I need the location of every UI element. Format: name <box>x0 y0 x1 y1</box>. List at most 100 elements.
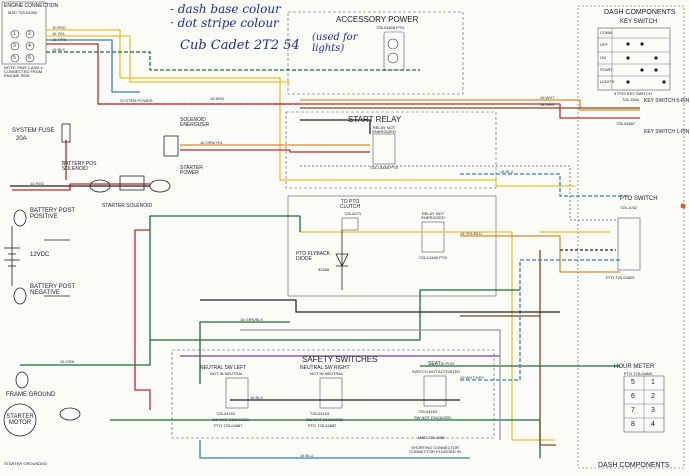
wire-black-1 <box>300 119 371 134</box>
relay-start <box>372 133 396 165</box>
system-fuse-rating: 20A <box>16 136 27 142</box>
starter-motor-label: STARTER MOTOR <box>6 414 34 426</box>
starter-solenoid: STARTER SOLENOID <box>102 203 153 209</box>
wire-green-6 <box>199 321 290 384</box>
neutral-left-body <box>225 377 249 409</box>
dash-title: DASH COMPONENTS <box>604 9 676 16</box>
neutral-left-title: NEUTRAL SW LEFT <box>200 365 247 371</box>
accessory-connector <box>383 31 405 71</box>
engine-pin-5: 5 <box>13 55 16 61</box>
seat-sw: SW NOT ENGAGED <box>414 415 452 420</box>
wire-green-1 <box>20 215 301 366</box>
key-switch-table <box>597 27 671 91</box>
seat-part: 725-04163 <box>418 409 438 414</box>
note-used-for-lights: (used for lights) <box>312 32 358 54</box>
pto-switch-title: PTO SWITCH <box>620 196 658 202</box>
hour-pin-4: 4 <box>651 421 655 428</box>
wire-red-4 <box>134 229 151 410</box>
neutral-right-body <box>319 377 343 409</box>
key-state-off: OFF <box>600 42 608 47</box>
battery-voltage: 12VDC <box>30 252 50 258</box>
seat-switch-body <box>423 375 447 407</box>
wire-brown-2 <box>539 250 556 446</box>
wire-label-6: 16 WHT <box>540 95 555 100</box>
wire-label-17: 16 BLK <box>250 395 264 400</box>
wire-label-2: 16 YEL <box>52 31 66 36</box>
msd-part: MSD 725-1188 <box>418 435 445 440</box>
wire-green-5 <box>46 51 420 71</box>
wire-white-2 <box>300 165 616 221</box>
wire-yellow-2 <box>46 35 290 83</box>
wire-green-2 <box>150 289 520 341</box>
wire-white-1 <box>240 329 501 440</box>
wire-label-1: 10 RED <box>52 25 67 30</box>
pto-relay-part: 725-14486 PTO <box>418 255 448 260</box>
starter-power: STARTER POWER <box>180 165 203 176</box>
pto-clutch-connector <box>341 217 359 231</box>
hour-pin-2: 2 <box>651 393 655 400</box>
wire-yellow-1 <box>46 29 575 187</box>
hour-pin-8: 8 <box>631 421 635 428</box>
wire-label-8: 18 BLU <box>500 169 514 174</box>
neutral-right-title: NEUTRAL SW RIGHT <box>300 365 350 371</box>
pto-flyback-diode: PTO FLYBACK DIODE <box>296 251 330 262</box>
solenoid-energizer: SOLENOID ENERGIZER <box>180 117 210 128</box>
key-part-2: 725-04587 <box>616 121 636 126</box>
note-dash-colour: - dash base colour <box>170 2 281 16</box>
battery-pos-solenoid: BATTERY POS SOLENOID <box>62 161 97 172</box>
neutral-right-part: 725-04163 <box>310 411 330 416</box>
accessory-power-part: 725-04808 PTO <box>376 25 405 30</box>
key-switch-1pin: KEY SWITCH 1-PIN <box>644 129 690 135</box>
wire-label-13: 16 WHT/GRY <box>460 375 485 380</box>
wire-blue-1 <box>460 173 630 197</box>
neutral-left-state: NOT IN NEUTRAL <box>210 371 244 376</box>
neutral-left-part: 725-04163 <box>216 411 236 416</box>
hour-pin-1: 1 <box>651 379 655 386</box>
key-state-start: START <box>600 67 613 72</box>
start-relay-title: START RELAY <box>348 115 402 124</box>
start-relay-box <box>285 111 497 189</box>
dash-components-box <box>577 5 685 469</box>
start-relay-state: RELAY NOT ENERGIZED <box>372 125 396 134</box>
wire-label-11: SYSTEM POWER <box>120 98 153 103</box>
key-switch-title: KEY SWITCH <box>620 19 658 25</box>
shorting-connector: SHORTING CONNECTOR CONNECTOR PLUGGED IN <box>409 445 461 454</box>
key-positions: 3 POS KEY SWITCH <box>614 91 652 96</box>
pto-switch-part-2: PTO 725-04829 <box>606 275 635 280</box>
wire-blue-4 <box>199 440 470 459</box>
key-switch-5pin: KEY SWITCH 5-PIN <box>644 98 690 104</box>
neutral-right-state: NOT IN NEUTRAL <box>310 371 344 376</box>
wire-label-7: 18 GRN <box>540 102 555 107</box>
wire-orange-2 <box>300 99 640 111</box>
wire-label-15: 18 GRN/BLK <box>240 317 264 322</box>
accessory-power-box <box>287 11 464 95</box>
note-model: Cub Cadet 2T2 54 <box>180 38 300 53</box>
frame-ground: FRAME GROUND <box>6 392 56 398</box>
key-part: 725-1564 <box>622 97 639 102</box>
wire-red-3 <box>12 183 150 191</box>
wire-label-18: 16 BLU <box>300 453 314 458</box>
wire-label-5: 16 BRN <box>210 96 225 101</box>
engine-note: NOTE: PINS 1 AND 4 CONNECTED FROM ENGINE… <box>4 65 43 78</box>
note-dot-colour: · dot stripe colour <box>170 16 279 30</box>
key-state-on: ON <box>600 55 606 60</box>
pto-clutch-box <box>287 195 497 297</box>
hour-pin-5: 5 <box>631 379 635 386</box>
engine-pin-1: 1 <box>13 31 16 37</box>
wire-label-14: 16 YEL/BLU <box>460 231 482 236</box>
battery-post-negative: BATTERY POST NEGATIVE <box>30 284 75 296</box>
starter-motor-symbol <box>3 403 37 437</box>
pto-diode-part: 32268 <box>318 267 330 272</box>
wire-red-5 <box>180 149 370 153</box>
wire-black-3 <box>200 299 560 313</box>
engine-part: MSD 725-04052 <box>8 10 38 15</box>
wire-label-10: 16 PUR <box>440 361 455 366</box>
wire-label-9: 16 GRN <box>60 359 75 364</box>
seat-title: SEAT <box>428 361 441 367</box>
dash-footer: DASH COMPONENTS <box>598 462 670 469</box>
accessory-power-title: ACCESSORY POWER <box>336 15 419 24</box>
key-conn-label: CONN <box>600 30 612 35</box>
neutral-right-sw: SW NOT ENGAGED <box>306 417 344 422</box>
